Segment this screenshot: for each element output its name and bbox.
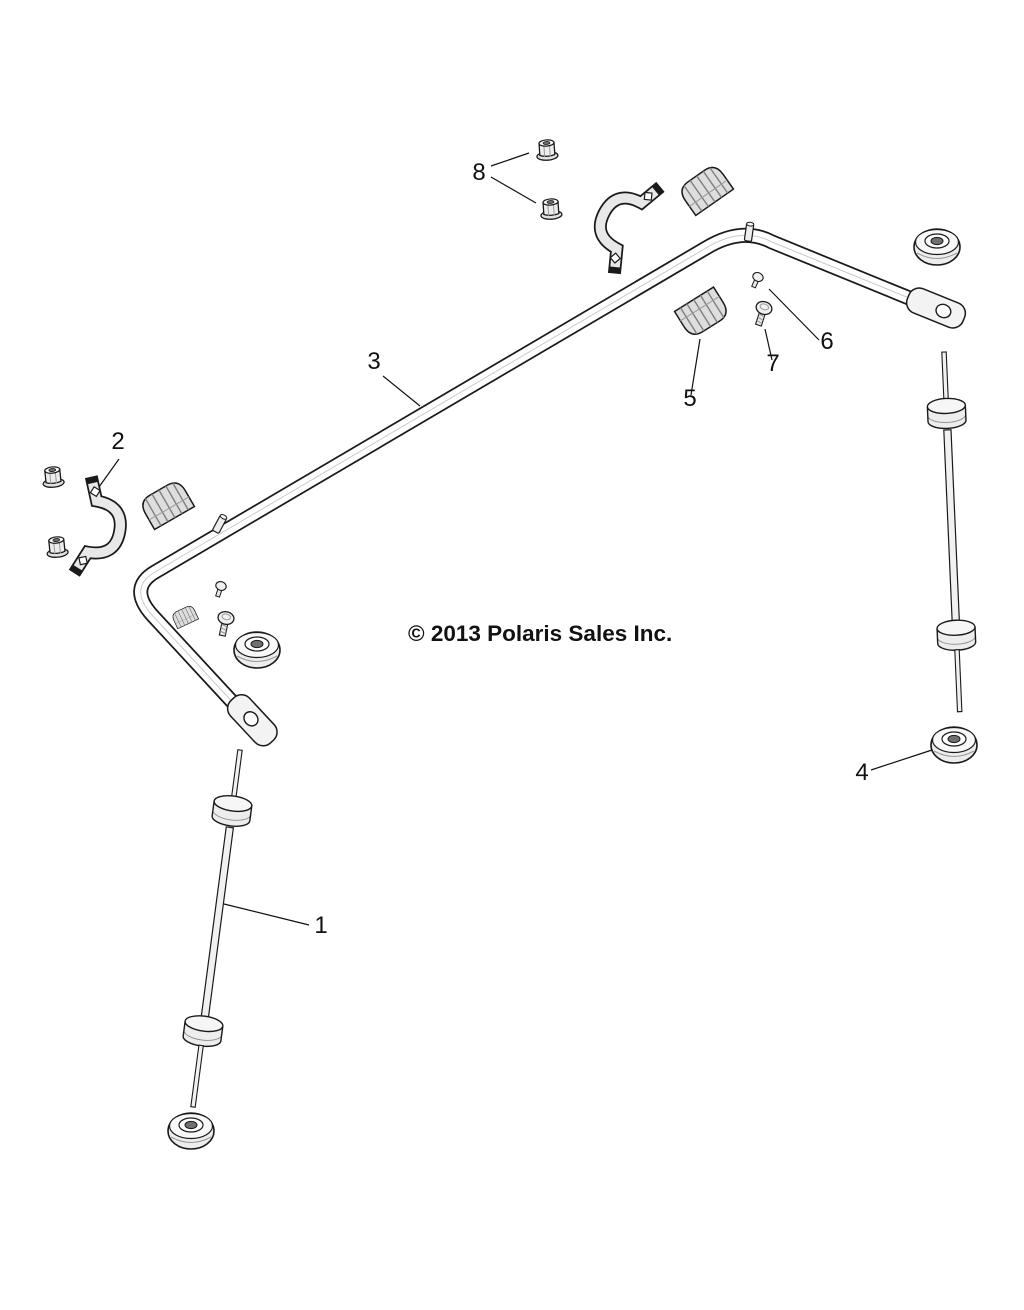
callout-7: 7 [766, 350, 779, 377]
callout-6: 6 [820, 328, 833, 355]
flange-nut-left-lower [44, 535, 70, 559]
callout-4: 4 [855, 759, 868, 786]
leader-line-1 [223, 903, 310, 926]
callout-8: 8 [472, 159, 485, 186]
corrugated-clip-left [170, 604, 199, 630]
sway-bar-right-end-tab [905, 287, 967, 329]
callout-5: 5 [683, 385, 696, 412]
leader-line-8a [490, 152, 530, 167]
flange-nut-top-2 [539, 197, 563, 221]
screw-6 [748, 270, 766, 290]
bolt-7 [750, 298, 775, 329]
leader-line-4 [870, 749, 933, 771]
callout-2: 2 [111, 428, 124, 455]
grommet-top-right [913, 228, 961, 266]
grommet-right-bottom [930, 726, 978, 764]
grommet-left-mid [233, 631, 281, 669]
corrugated-bushing-left [137, 478, 196, 531]
leader-line-2 [98, 458, 120, 488]
flange-nut-top-1 [535, 138, 559, 162]
stabilizer-link-right [925, 351, 979, 712]
leader-line-8b [490, 176, 537, 204]
saddle-clamp-top [584, 175, 656, 268]
leader-line-5 [690, 338, 701, 396]
bolt-left [213, 609, 236, 638]
leader-line-3 [382, 375, 421, 407]
sway-bar [133, 227, 917, 714]
saddle-clamp-left [77, 483, 127, 574]
screw-left [212, 579, 228, 599]
stabilizer-link-left [174, 748, 259, 1110]
callout-1: 1 [314, 912, 327, 939]
corrugated-bushing-top [676, 162, 735, 217]
flange-nut-left-upper [40, 465, 66, 489]
sway-bar-left-end-tab [226, 693, 278, 747]
leader-line-7 [764, 328, 773, 361]
leader-line-6 [768, 288, 820, 341]
callout-3: 3 [367, 348, 380, 375]
copyright-text: © 2013 Polaris Sales Inc. [408, 621, 672, 646]
grommet-left-bottom [167, 1112, 215, 1150]
corrugated-bushing-5 [673, 286, 732, 340]
